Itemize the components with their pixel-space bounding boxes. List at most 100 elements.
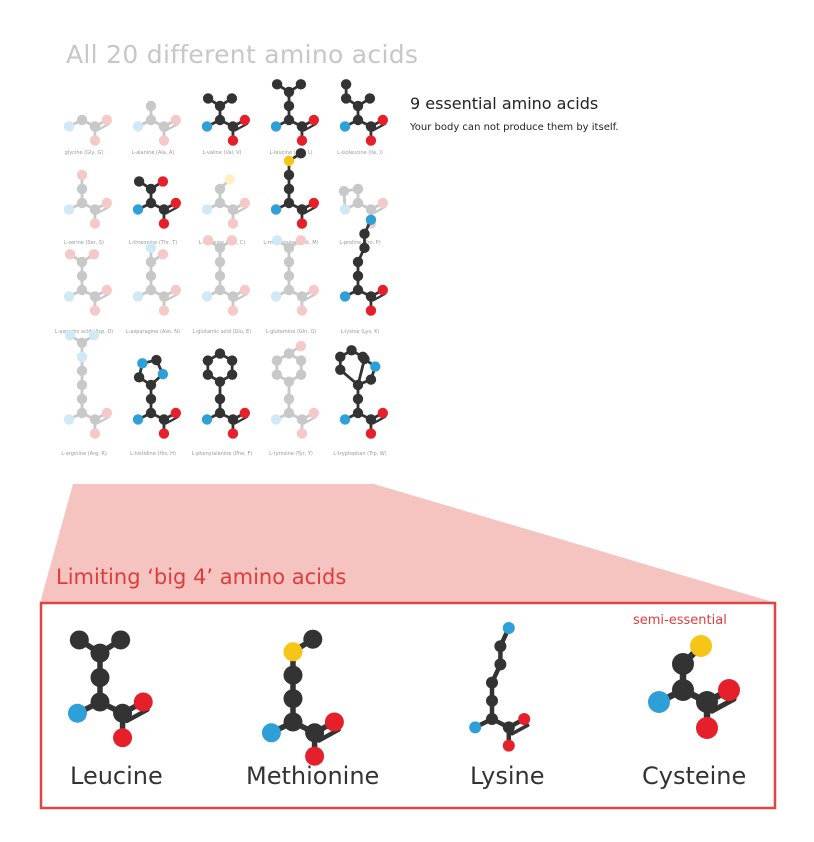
oxygen-atom [296, 428, 308, 439]
carbon-atom [486, 676, 498, 689]
carbon-atom [305, 723, 325, 743]
carbon-atom [283, 114, 295, 126]
asp-molecule [63, 249, 113, 316]
his-molecule [132, 354, 182, 439]
carbon-atom [226, 369, 238, 380]
carbon-atom [214, 183, 226, 195]
carbon-atom [214, 376, 226, 387]
oxygen-atom [89, 135, 101, 146]
amino-acid-label: L-cysteine (Cys, C) [199, 240, 246, 246]
oxygen-atom [101, 407, 113, 419]
carbon-atom [214, 256, 226, 268]
methionine-molecule [261, 629, 344, 766]
essential-subtitle: Your body can not produce them by itself… [410, 122, 619, 133]
carbon-atom [133, 176, 145, 187]
oxygen-atom [239, 114, 251, 126]
carbon-atom [335, 351, 346, 363]
oxygen-atom [158, 428, 170, 439]
nitrogen-atom [63, 291, 75, 302]
nitrogen-atom [365, 214, 377, 225]
thr-molecule [132, 176, 182, 229]
carbon-atom [359, 242, 370, 254]
cysteine-label: Cysteine [642, 762, 747, 790]
sulfur-atom [283, 155, 295, 167]
oxygen-atom [88, 249, 100, 260]
nitrogen-atom [201, 121, 213, 132]
carbon-atom [494, 658, 507, 671]
carbon-atom [214, 197, 226, 209]
oxygen-atom [296, 218, 308, 229]
carbon-atom [271, 355, 283, 366]
oxygen-atom [295, 340, 307, 352]
carbon-atom [296, 204, 308, 215]
carbon-atom [145, 114, 157, 126]
carbon-atom [283, 665, 303, 685]
amino-acid-label: L-methionine (Met, M) [263, 240, 318, 246]
oxygen-atom [227, 428, 239, 439]
oxygen-atom [89, 218, 101, 229]
carbon-atom [227, 204, 239, 215]
carbon-atom [283, 689, 303, 709]
oxygen-atom [718, 679, 740, 701]
carbon-atom [226, 355, 238, 366]
carbon-atom [145, 379, 157, 391]
oxygen-atom [227, 218, 239, 229]
oxygen-atom [64, 249, 76, 260]
carbon-atom [214, 100, 226, 112]
oxygen-atom [696, 717, 718, 739]
carbon-atom [202, 355, 214, 366]
nitrogen-atom [63, 121, 75, 132]
oxygen-atom [113, 728, 133, 748]
carbon-atom [352, 197, 364, 209]
oxygen-atom [101, 197, 113, 209]
double-bond [124, 707, 150, 724]
gln-molecule [270, 235, 320, 316]
leu-molecule [270, 79, 320, 146]
carbon-atom [283, 169, 295, 181]
carbon-atom [352, 100, 364, 112]
carbon-atom [338, 185, 350, 197]
carbon-atom [76, 270, 88, 282]
oxygen-atom [226, 235, 238, 246]
oxygen-atom [170, 197, 182, 209]
carbon-atom [145, 270, 157, 282]
nitrogen-atom [502, 622, 515, 634]
amino-acid-label: L-isoleucine (Ile, I) [337, 150, 383, 156]
carbon-atom [89, 414, 101, 425]
nitrogen-atom [271, 235, 283, 246]
nitrogen-atom [370, 361, 381, 372]
carbon-atom [346, 345, 357, 356]
carbon-atom [90, 668, 110, 688]
nitrogen-atom [270, 121, 282, 132]
carbon-atom [145, 256, 157, 268]
val-molecule [201, 93, 251, 146]
carbon-atom [76, 337, 88, 348]
carbon-atom [145, 100, 157, 112]
oxygen-atom [295, 235, 307, 246]
oxygen-atom [133, 692, 153, 712]
nitrogen-atom [63, 414, 75, 425]
pro-molecule [338, 183, 389, 229]
oxygen-atom [158, 218, 170, 229]
carbon-atom [352, 379, 364, 391]
nitrogen-atom [157, 368, 169, 380]
nitrogen-atom [339, 414, 351, 425]
oxygen-atom [76, 169, 88, 181]
nitrogen-atom [339, 291, 351, 302]
oxygen-atom [227, 305, 239, 316]
ala-molecule [132, 100, 182, 146]
nitrogen-atom [76, 351, 88, 363]
carbon-atom [672, 679, 694, 701]
leucine-molecule [67, 630, 153, 748]
nitrogen-atom [261, 723, 281, 743]
oxygen-atom [89, 428, 101, 439]
nitrogen-atom [339, 121, 351, 132]
zoom-wedge [40, 484, 776, 603]
asn-molecule [132, 242, 182, 316]
carbon-atom [283, 183, 295, 195]
carbon-atom [352, 284, 364, 296]
oxygen-atom [518, 713, 531, 725]
double-bond [709, 696, 737, 714]
carbon-atom [296, 121, 308, 132]
trp-molecule [335, 345, 389, 439]
